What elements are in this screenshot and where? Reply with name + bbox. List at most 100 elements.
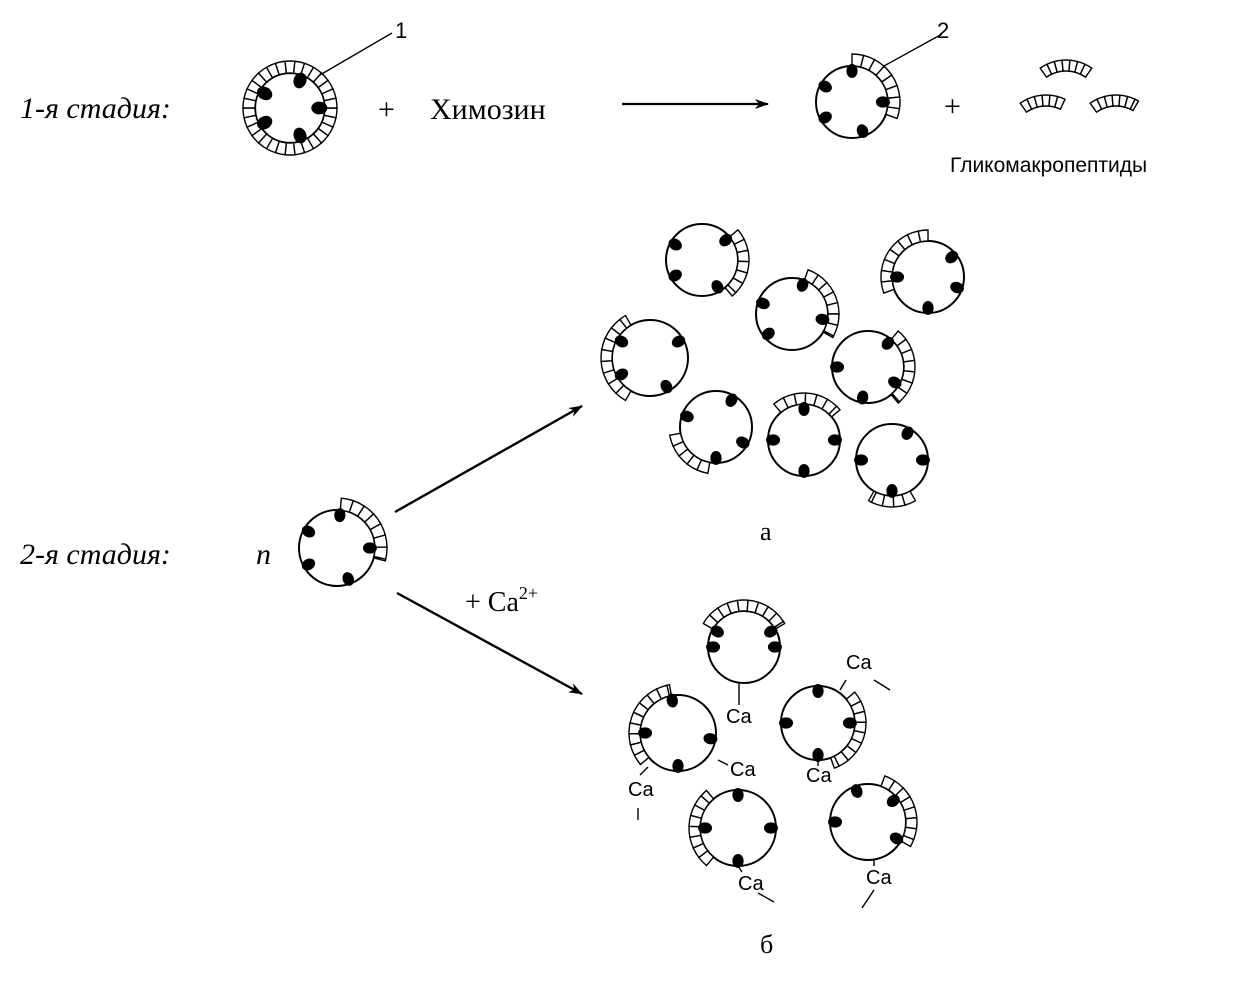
calcium-phosphate-spot (719, 233, 733, 247)
ca-label: Ca (866, 867, 892, 889)
calcium-phosphate-spot (256, 86, 273, 101)
calcium-phosphate-spot (889, 832, 904, 845)
callout-line-1 (319, 32, 393, 76)
calcium-phosphate-spot (812, 684, 824, 699)
calcium-phosphate-spot (796, 278, 809, 292)
calcium-phosphate-spot (763, 822, 778, 834)
calcium-phosphate-spot (668, 269, 682, 282)
kappa-casein-hair-layer (628, 683, 673, 766)
ca-label: Ca (730, 759, 756, 781)
calcium-phosphate-spot (710, 450, 722, 465)
calcium-phosphate-spot (761, 327, 775, 341)
calcium-phosphate-spot (779, 717, 794, 729)
calcium-phosphate-spot (812, 747, 824, 762)
ca-bond-line (717, 759, 729, 766)
ca-bond-line (839, 679, 847, 691)
calcium-phosphate-spot (901, 426, 914, 440)
enzyme-label: Химозин (430, 93, 546, 126)
calcium-phosphate-spot (890, 271, 905, 283)
plus-sign-2: + (944, 90, 961, 123)
arrow-to-b (396, 591, 583, 696)
casein-micelle (298, 497, 388, 587)
kappa-casein-hair-layer (668, 432, 711, 475)
calcium-phosphate-spot (888, 376, 902, 389)
calcium-phosphate-spot (850, 784, 863, 798)
kappa-casein-hair-layer (1019, 94, 1066, 114)
arrow-to-a (394, 404, 583, 514)
glycomacropeptide-fragment (1039, 59, 1093, 79)
casein-micelle (688, 788, 778, 868)
casein-micelle (779, 684, 867, 770)
kappa-casein-hair-layer (1039, 59, 1093, 79)
calcium-reagent: + Ca2+ (465, 583, 538, 618)
calcium-phosphate-spot (856, 124, 869, 138)
calcium-phosphate-spot (301, 525, 316, 538)
calcium-phosphate-spot (736, 436, 750, 449)
calcium-phosphate-spot (666, 693, 678, 708)
calcium-phosphate-spot (798, 463, 810, 478)
calcium-phosphate-spot (614, 335, 629, 348)
calcium-phosphate-spot (756, 297, 770, 310)
kappa-casein-hair-layer (829, 691, 867, 770)
kappa-casein-hair-layer (724, 228, 750, 297)
ca-label: Ca (726, 706, 752, 728)
kappa-casein-hair-layer (688, 789, 715, 867)
kappa-casein-hair-layer (803, 268, 840, 339)
n-coefficient: n (256, 538, 271, 571)
calcium-phosphate-spot (311, 101, 328, 115)
calcium-phosphate-spot (854, 454, 869, 466)
kappa-casein-hair-layer (1089, 94, 1140, 114)
calcium-phosphate-spot (875, 96, 890, 108)
calcium-phosphate-spot (301, 558, 316, 571)
callout-1: 1 (395, 18, 407, 43)
casein-micelle (766, 392, 842, 478)
calcium-phosphate-spot (706, 641, 721, 653)
calcium-phosphate-spot (638, 727, 653, 739)
calcium-phosphate-spot (828, 816, 843, 828)
calcium-phosphate-spot (680, 410, 694, 423)
ca-dangling-bond (873, 679, 891, 691)
calcium-phosphate-spot (842, 717, 857, 729)
ca-dangling-bond (861, 889, 875, 909)
callout-line-2 (883, 33, 943, 67)
split-micelle (815, 53, 901, 139)
kappa-casein-hair-layer (880, 775, 918, 848)
calcium-phosphate-spot (672, 758, 684, 773)
calcium-phosphate-spot (881, 336, 895, 350)
calcium-phosphate-spot (830, 361, 845, 373)
calcium-phosphate-spot (362, 542, 377, 554)
calcium-phosphate-spot (614, 368, 629, 381)
result-b-label: б (760, 930, 773, 959)
calcium-phosphate-spot (660, 379, 673, 394)
kappa-casein-hair-layer (242, 60, 338, 156)
calcium-phosphate-spot (725, 393, 738, 407)
kappa-casein-hair-layer (772, 392, 841, 418)
calcium-phosphate-spot (711, 280, 724, 294)
calcium-phosphate-spot (668, 238, 682, 251)
calcium-phosphate-spot (922, 300, 934, 315)
calcium-phosphate-spot (815, 313, 830, 326)
kappa-casein-hair-layer (600, 314, 632, 402)
casein-micelle (668, 390, 753, 475)
stage1-label: 1-я стадия: (20, 92, 171, 125)
calcium-phosphate-spot (945, 250, 959, 264)
ca-label: Ca (738, 873, 764, 895)
kappa-casein-hair-layer (867, 490, 917, 508)
calcium-phosphate-spot (334, 508, 346, 523)
result-b-calcium-bridged-aggregate (628, 599, 918, 868)
kappa-casein-hair-layer (880, 229, 929, 294)
casein-micelle (702, 599, 786, 684)
calcium-phosphate-spot (915, 454, 930, 466)
ca-bond-line (639, 766, 649, 776)
calcium-phosphate-spot (342, 572, 355, 586)
casein-micelle (628, 683, 718, 773)
result-a-label: а (760, 517, 772, 546)
ca-dangling-bond (757, 892, 775, 903)
plus-sign-1: + (378, 93, 395, 126)
casein-micelle (665, 223, 750, 297)
kappa-casein-hair-layer (702, 599, 786, 630)
casein-micelle (600, 314, 689, 402)
casein-micelle (830, 330, 916, 405)
kappa-casein-hair-layer (339, 497, 388, 562)
